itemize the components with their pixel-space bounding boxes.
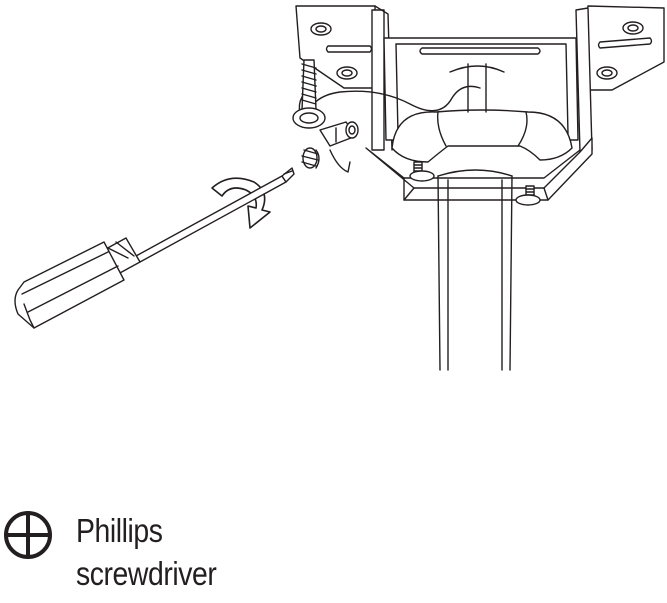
phillips-head-icon [4,511,52,559]
downrod [437,169,513,371]
phillips-screwdriver [14,167,295,329]
hanger-ball [391,63,573,163]
assembly-illustration [14,5,665,371]
mounting-holes [310,21,644,80]
wood-screw [292,59,326,129]
bracket-bolts [409,161,541,206]
tool-legend: Phillips screwdriver [0,505,300,603]
loose-screw [301,147,320,169]
cable-clamp [319,121,359,147]
tool-name: Phillips screwdriver [76,509,217,595]
tool-name-line2: screwdriver [76,555,217,592]
tool-name-line1: Phillips [76,512,163,549]
